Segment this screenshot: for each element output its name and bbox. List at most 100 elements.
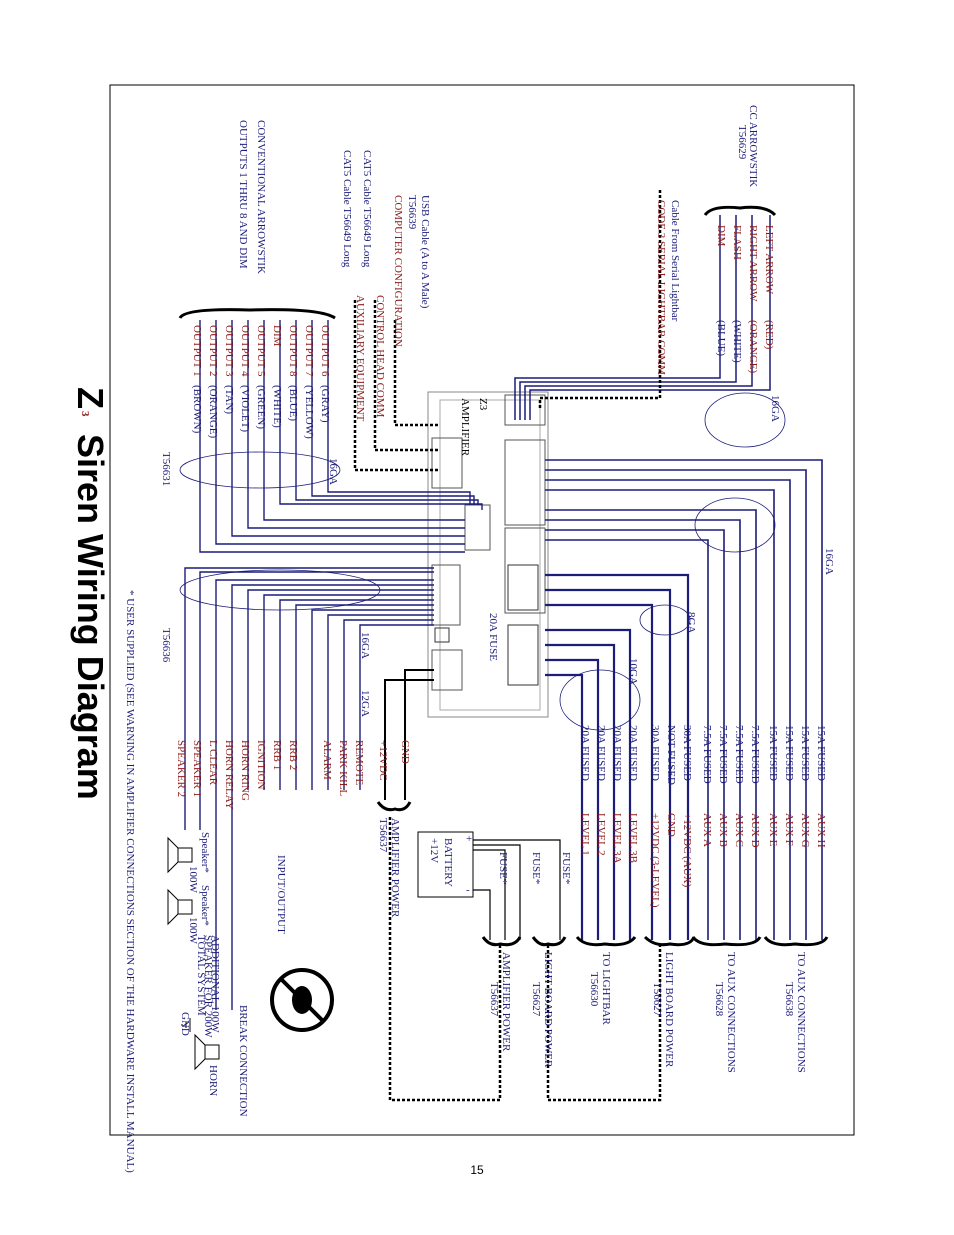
svg-text:AUX D: AUX D — [749, 813, 761, 848]
svg-text:(ORANGE): (ORANGE) — [207, 385, 219, 438]
arrowstik-wire-2: OUTPUT 8 (BLUE) — [287, 325, 299, 421]
svg-text:T56638: T56638 — [783, 982, 795, 1017]
svg-text:OUTPUT 7: OUTPUT 7 — [303, 325, 315, 377]
svg-text:SPEAKER 1: SPEAKER 1 — [191, 740, 203, 797]
svg-text:30A FUSED: 30A FUSED — [649, 725, 661, 781]
svg-text:(WHITE): (WHITE) — [731, 320, 743, 363]
logo-z3-icon: Z — [70, 387, 111, 409]
svg-text:7.5A FUSED: 7.5A FUSED — [701, 725, 713, 784]
svg-text:T56637: T56637 — [488, 982, 500, 1017]
svg-text:BATTERY: BATTERY — [442, 838, 454, 887]
arrowstik-wire-3: DIM (WHITE) — [271, 325, 283, 428]
gauge-12ga: 12GA — [359, 690, 371, 717]
amplifier-label: AMPLIFIER — [459, 398, 471, 457]
svg-text:AUX G: AUX G — [799, 813, 811, 848]
svg-text:(RED): (RED) — [763, 320, 775, 350]
aux-connections-a-dest: TO AUX CONNECTIONS T56638 — [783, 952, 807, 1073]
amp-gnd-wire — [404, 669, 434, 800]
io-part: T56636 — [160, 628, 172, 663]
svg-text:15A FUSED: 15A FUSED — [815, 725, 827, 781]
svg-text:AUX E: AUX E — [767, 813, 779, 847]
svg-text:OUTPUT 3: OUTPUT 3 — [223, 325, 235, 377]
svg-text:T56629: T56629 — [736, 125, 748, 160]
svg-text:CONTROL HEAD COMM: CONTROL HEAD COMM — [374, 295, 386, 418]
svg-text:TO AUX CONNECTIONS: TO AUX CONNECTIONS — [725, 952, 737, 1073]
gauge-16ga-low: 16GA — [359, 632, 371, 659]
svg-text:15A FUSED: 15A FUSED — [767, 725, 779, 781]
battery: +12V BATTERY + - — [417, 831, 474, 898]
svg-text:PARK KILL: PARK KILL — [337, 740, 349, 796]
power-wires — [545, 573, 690, 940]
fuse-label: 20A FUSE — [487, 613, 499, 661]
svg-text:FLASH: FLASH — [731, 225, 743, 260]
svg-text:(WHITE): (WHITE) — [271, 385, 283, 428]
no-horn-icon — [270, 968, 334, 1032]
svg-text:7.5A FUSED: 7.5A FUSED — [717, 725, 729, 784]
amplifier-power-return — [388, 815, 502, 1102]
io-wires — [184, 567, 434, 1010]
aux-equipment-label: CAT5 Cable T56649 Long AUXILIARY EQUIPME… — [341, 150, 366, 422]
speaker-2-icon — [167, 888, 193, 926]
page-title: Z 3 Siren Wiring Diagram — [70, 387, 111, 800]
svg-text:OUTPUT 5: OUTPUT 5 — [255, 325, 267, 377]
speaker-note-1: Speaker* — [199, 832, 211, 873]
svg-text:RRB 2: RRB 2 — [287, 740, 299, 770]
diagram-border — [109, 84, 855, 1136]
svg-text:+12VDC (3-LEVEL): +12VDC (3-LEVEL) — [649, 813, 661, 908]
battery-wires — [473, 839, 561, 940]
amp-gnd-label: GND — [399, 740, 411, 764]
gauge-10ga: 10GA — [627, 658, 639, 685]
svg-text:OUTPUT 2: OUTPUT 2 — [207, 325, 219, 376]
svg-text:7.5A FUSED: 7.5A FUSED — [749, 725, 761, 784]
svg-text:T56628: T56628 — [713, 982, 725, 1017]
fuse-note-1: FUSE* — [560, 852, 572, 884]
horn-speaker-icon — [194, 1033, 220, 1071]
additional-speaker-note: ADDITIONAL 100W SPEAKER FOR 200W TOTAL S… — [195, 935, 221, 1038]
fuse-note-3: FUSE* — [497, 852, 509, 884]
break-connection-note: BREAK CONNECTION — [237, 1005, 249, 1117]
svg-text:7.5A FUSED: 7.5A FUSED — [733, 725, 745, 784]
light-board-power-a-dest: LIGHT BOARD POWER T56627 — [651, 952, 675, 1068]
gauge-ellipses — [179, 392, 786, 731]
svg-text:LIGHT BOARD POWER: LIGHT BOARD POWER — [663, 952, 675, 1068]
amplifier-power-b-dest: AMPLIFIER POWER T56637 — [488, 952, 512, 1052]
svg-text:ADDITIONAL 100W: ADDITIONAL 100W — [209, 935, 221, 1033]
svg-text:AUX H: AUX H — [815, 813, 827, 848]
aux-wires — [545, 459, 823, 940]
w100-note-1: 100W — [187, 866, 199, 894]
svg-text:HORN RING: HORN RING — [239, 740, 251, 801]
aux-equipment-cable — [353, 300, 440, 472]
cc-wire-3: DIM (BLUE) — [715, 225, 727, 356]
aux-connections-b-dest: TO AUX CONNECTIONS T56628 — [713, 952, 737, 1073]
harness-brackets — [178, 205, 829, 947]
gauge-16ga-right: 16GA — [823, 548, 835, 575]
svg-text:AUX F: AUX F — [783, 813, 795, 846]
cc-wire-1: RIGHT ARROW (ORANGE) — [747, 225, 759, 373]
io-wire-labels: REMOTE PARK KILL ALARM RRB 2 RRB 1 IGNIT… — [175, 740, 365, 810]
svg-text:L CLEAR: L CLEAR — [207, 740, 219, 786]
top-wires — [514, 215, 771, 420]
svg-text:TO AUX CONNECTIONS: TO AUX CONNECTIONS — [795, 952, 807, 1073]
arrowstik-wire-4: OUTPUT 5 (GREEN) — [255, 325, 267, 429]
svg-text:OUTPUTS 1 THRU 8 AND DIM: OUTPUTS 1 THRU 8 AND DIM — [237, 120, 249, 269]
svg-text:LEVEL 2: LEVEL 2 — [595, 813, 607, 856]
svg-text:LIGHT BOARD POWER: LIGHT BOARD POWER — [542, 952, 554, 1068]
svg-text:+12V: +12V — [428, 838, 440, 863]
svg-text:AUXILIARY EQUIPMENT: AUXILIARY EQUIPMENT — [354, 295, 366, 422]
svg-text:OUTPUT 1: OUTPUT 1 — [191, 325, 203, 376]
svg-text:AUX A: AUX A — [701, 813, 713, 847]
svg-text:IGNITION: IGNITION — [255, 740, 267, 790]
svg-text:(VIOLET): (VIOLET) — [239, 385, 251, 432]
svg-text:CONVENTIONAL ARROWSTIK: CONVENTIONAL ARROWSTIK — [255, 120, 267, 274]
svg-text:T56627: T56627 — [530, 982, 542, 1017]
svg-text:HORN RELAY: HORN RELAY — [223, 740, 235, 810]
svg-text:CODE 3 SERIAL LIGHTBAR COMM: CODE 3 SERIAL LIGHTBAR COMM — [655, 200, 667, 375]
light-board-power-return — [546, 945, 662, 1102]
fuse-note-2: FUSE* — [530, 852, 542, 884]
svg-text:COMPUTER CONFIGURATION: COMPUTER CONFIGURATION — [392, 195, 404, 347]
svg-text:AMPLIFIER POWER: AMPLIFIER POWER — [500, 952, 512, 1052]
